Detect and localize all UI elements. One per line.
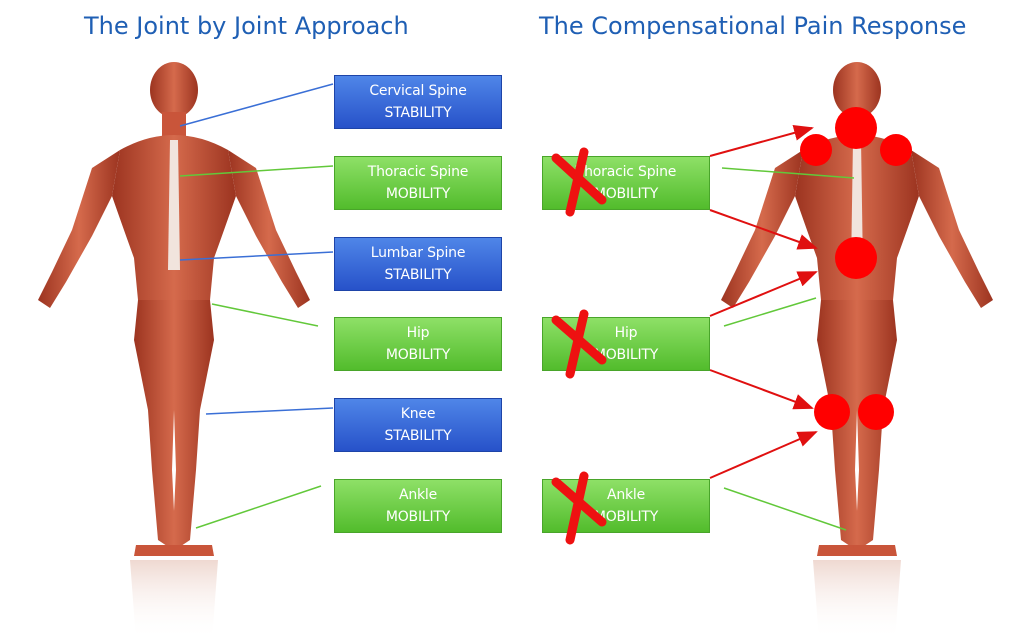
box-label-line2: MOBILITY: [385, 186, 451, 202]
box-lumbar-spine: Lumbar Spine STABILITY: [334, 237, 502, 291]
pain-marker-left-knee: [814, 394, 850, 430]
box-label-line1: Ankle: [398, 487, 438, 503]
box-label-line2: STABILITY: [384, 105, 452, 121]
pain-markers: [800, 107, 912, 430]
box-label-line1: Knee: [400, 406, 436, 422]
box-label-line2: MOBILITY: [385, 509, 451, 525]
box-label-line2: MOBILITY: [385, 347, 451, 363]
box-cervical-spine: Cervical Spine STABILITY: [334, 75, 502, 129]
box-label-line1: Ankle: [606, 487, 646, 503]
pain-marker-neck: [835, 107, 877, 149]
pain-marker-right-shoulder: [880, 134, 912, 166]
box-thoracic-spine: Thoracic Spine MOBILITY: [334, 156, 502, 210]
box-label-line1: Thoracic Spine: [367, 164, 469, 180]
pain-marker-right-knee: [858, 394, 894, 430]
cross-mark-ankle: [551, 471, 607, 545]
box-label-line1: Cervical Spine: [369, 83, 467, 99]
title-joint-by-joint: The Joint by Joint Approach: [84, 12, 409, 40]
box-label-line1: Hip: [614, 325, 638, 341]
cross-mark-thoracic: [551, 147, 607, 217]
box-label-line2: STABILITY: [384, 267, 452, 283]
pain-marker-left-shoulder: [800, 134, 832, 166]
title-compensational-pain: The Compensational Pain Response: [539, 12, 967, 40]
pain-marker-lower-back: [835, 237, 877, 279]
left-body-figure: [38, 62, 310, 640]
left-connector-lines: [179, 83, 334, 529]
pain-arrows: [709, 125, 818, 479]
box-knee: Knee STABILITY: [334, 398, 502, 452]
box-label-line2: MOBILITY: [593, 509, 659, 525]
box-hip: Hip MOBILITY: [334, 317, 502, 371]
right-connector-lines: [721, 167, 855, 531]
box-ankle: Ankle MOBILITY: [334, 479, 502, 533]
box-label-line2: STABILITY: [384, 428, 452, 444]
box-label-line2: MOBILITY: [593, 347, 659, 363]
box-label-line1: Thoracic Spine: [575, 164, 677, 180]
box-label-line1: Hip: [406, 325, 430, 341]
cross-mark-hip: [551, 309, 607, 379]
box-label-line2: MOBILITY: [593, 186, 659, 202]
box-label-line1: Lumbar Spine: [370, 245, 466, 261]
